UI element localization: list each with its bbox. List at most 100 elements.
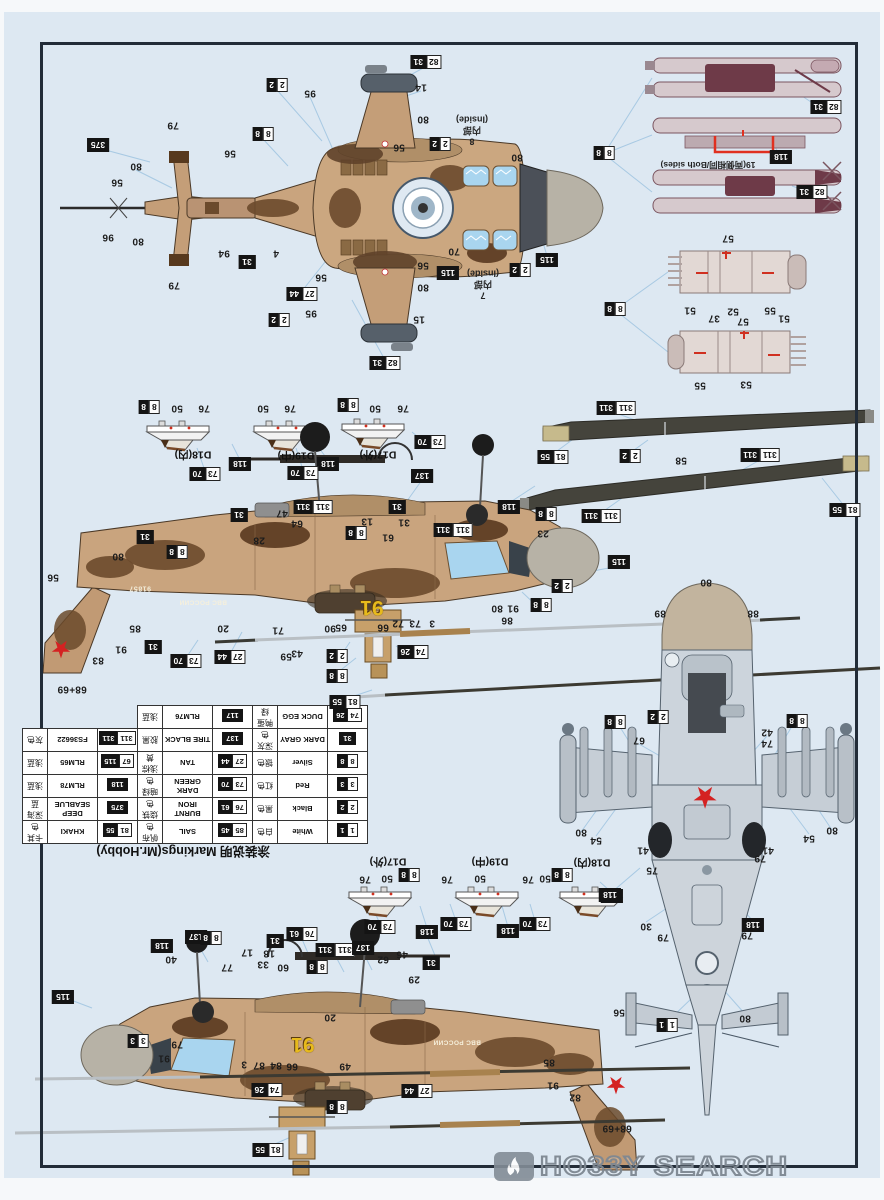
part-number-76: 76 [397, 402, 409, 414]
paint-table-title: 涂装说明 Markings(Mr.Hobby) [96, 844, 270, 858]
part-number-40: 40 [165, 953, 177, 965]
paint-name-cn: 浅棕黄 [137, 751, 163, 775]
part-number-28: 28 [253, 534, 265, 546]
paint-code: 31 [327, 728, 368, 752]
part-number-64: 64 [291, 517, 303, 529]
part-number-70: 70 [448, 245, 460, 257]
part-number-61: 61 [382, 531, 394, 543]
paint-badge: 118 [107, 778, 128, 791]
part-number-57: 57 [737, 315, 749, 327]
part-number-56: 56 [224, 147, 236, 159]
pylon-label: D19(中) [471, 855, 509, 868]
part-number-50: 50 [257, 402, 269, 414]
part-number-73: 73 [409, 617, 421, 629]
part-number-80: 80 [491, 602, 503, 614]
part-number-95: 95 [305, 307, 317, 319]
part-number-43: 43 [291, 647, 303, 659]
part-number-82: 82 [569, 1091, 581, 1103]
part-number-50: 50 [381, 872, 393, 884]
part-number-55: 55 [694, 379, 706, 391]
paint-name-en: BURNT IRON [162, 797, 213, 821]
paint-badge-115: 115 [536, 253, 558, 267]
paint-name-en: RLM78 [47, 774, 98, 798]
boom-text-decal: ВВС РОССИИ [179, 598, 227, 606]
paint-name-cn: 黑色 [252, 797, 278, 821]
pylon-label: D18(内) [573, 856, 611, 869]
part-number-55: 55 [764, 304, 776, 316]
paint-badge-137: 137 [410, 469, 434, 483]
paint-name-en: SAIL [162, 820, 213, 844]
part-number-62: 62 [377, 953, 389, 965]
pylon-label: D17(外) [359, 448, 397, 461]
paint-name-cn: 浅蓝 [22, 751, 48, 775]
paint-code: 137 [212, 728, 253, 752]
paint-badge-31: 31 [230, 508, 248, 522]
part-number-80: 80 [417, 281, 429, 293]
paint-code: 118 [97, 774, 138, 798]
paint-name-cn: 卡其色 [22, 820, 48, 844]
paint-badge-118: 118 [497, 924, 519, 938]
paint-name-cn: 白色 [252, 820, 278, 844]
part-number-46: 46 [396, 948, 408, 960]
part-number-56: 56 [47, 571, 59, 583]
red-star-marking: ★ [605, 1071, 627, 1098]
paint-name-cn: 鸭蛋绿 [252, 705, 278, 729]
part-number-68+69: 68+69 [602, 1122, 632, 1134]
part-number-65: 65 [335, 621, 347, 633]
part-number-29: 29 [408, 973, 420, 985]
paint-badge-118: 118 [416, 925, 438, 939]
part-number-56: 56 [417, 259, 429, 271]
part-number-57: 57 [722, 232, 734, 244]
part-number-41: 41 [637, 844, 649, 856]
